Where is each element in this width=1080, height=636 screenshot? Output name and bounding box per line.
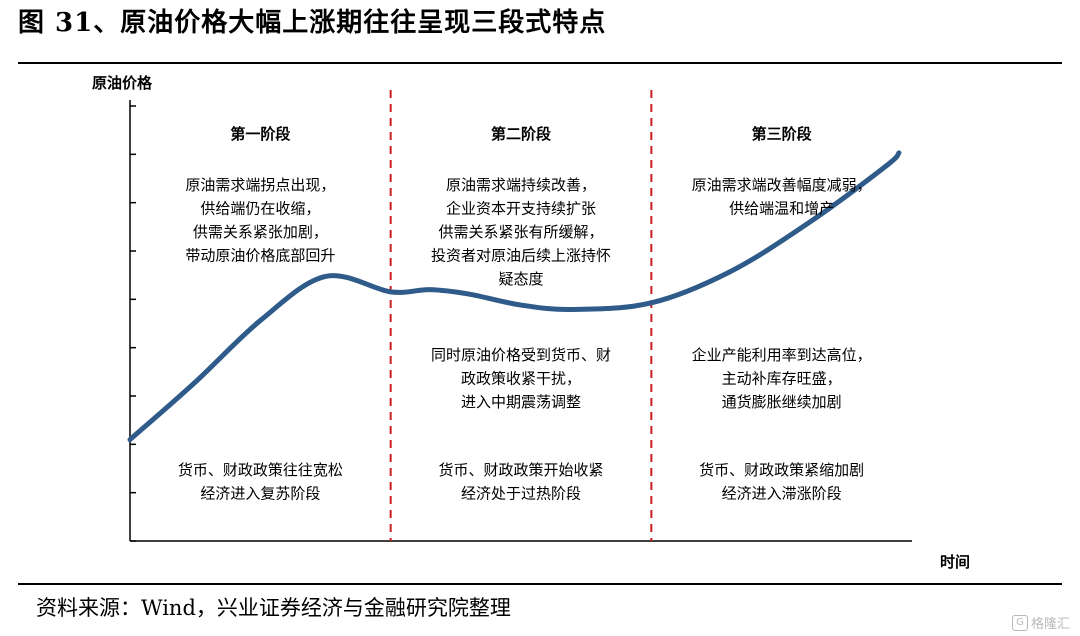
stage-upper-note: 供需关系紧张有所缓解， (438, 223, 603, 241)
stage-upper-note: 原油需求端拐点出现， (185, 176, 335, 194)
stage-upper-note: 疑态度 (498, 270, 543, 288)
stage-upper-note: 投资者对原油后续上涨持怀 (431, 247, 611, 265)
stage-middle-note: 进入中期震荡调整 (461, 393, 581, 411)
x-axis-label: 时间 (940, 553, 970, 571)
stage-middle-note: 政政策收紧干扰， (461, 370, 581, 388)
stage-upper-note: 带动原油价格底部回升 (185, 247, 335, 265)
stage-middle-note: 通货膨胀继续加剧 (722, 393, 842, 411)
y-axis-label: 原油价格 (92, 74, 153, 92)
stage-lower-note: 经济处于过热阶段 (461, 485, 581, 503)
figure-title: 图 31、原油价格大幅上涨期往往呈现三段式特点 (18, 8, 607, 38)
watermark: G 格隆汇 (1011, 613, 1070, 632)
stage-upper-note: 原油需求端持续改善， (446, 176, 596, 194)
stage-lower-note: 经济进入滞涨阶段 (722, 485, 842, 503)
stage-upper-note: 供需关系紧张加剧， (193, 223, 328, 241)
stage-upper-note: 供给端仍在收缩， (200, 200, 320, 218)
stage-lower-note: 货币、财政政策紧缩加剧 (699, 461, 864, 479)
stage-upper-note: 企业资本开支持续扩张 (446, 200, 596, 218)
stage-title: 第三阶段 (752, 125, 812, 143)
stage-dividers (389, 90, 653, 541)
stage-middle-note: 同时原油价格受到货币、财 (431, 346, 611, 364)
stage-lower-note: 货币、财政政策往往宽松 (178, 461, 343, 479)
stage-title: 第二阶段 (491, 125, 551, 143)
stage-lower-note: 经济进入复苏阶段 (200, 485, 320, 503)
stage-title: 第一阶段 (230, 125, 290, 143)
watermark-logo-icon: G (1011, 614, 1028, 631)
stage-upper-note: 供给端温和增产 (729, 200, 834, 218)
source-note: 资料来源：Wind，兴业证券经济与金融研究院整理 (36, 596, 511, 620)
stage-lower-note: 货币、财政政策开始收紧 (438, 461, 603, 479)
top-rule (18, 62, 1062, 64)
stage-middle-note: 企业产能利用率到达高位， (692, 346, 872, 364)
watermark-text: 格隆汇 (1030, 617, 1070, 632)
stage-middle-note: 主动补库存旺盛， (722, 370, 842, 388)
bottom-rule (18, 583, 1062, 585)
stage-upper-note: 原油需求端改善幅度减弱， (692, 176, 872, 194)
chart-axes (129, 100, 912, 542)
oil-price-curve (127, 150, 902, 443)
